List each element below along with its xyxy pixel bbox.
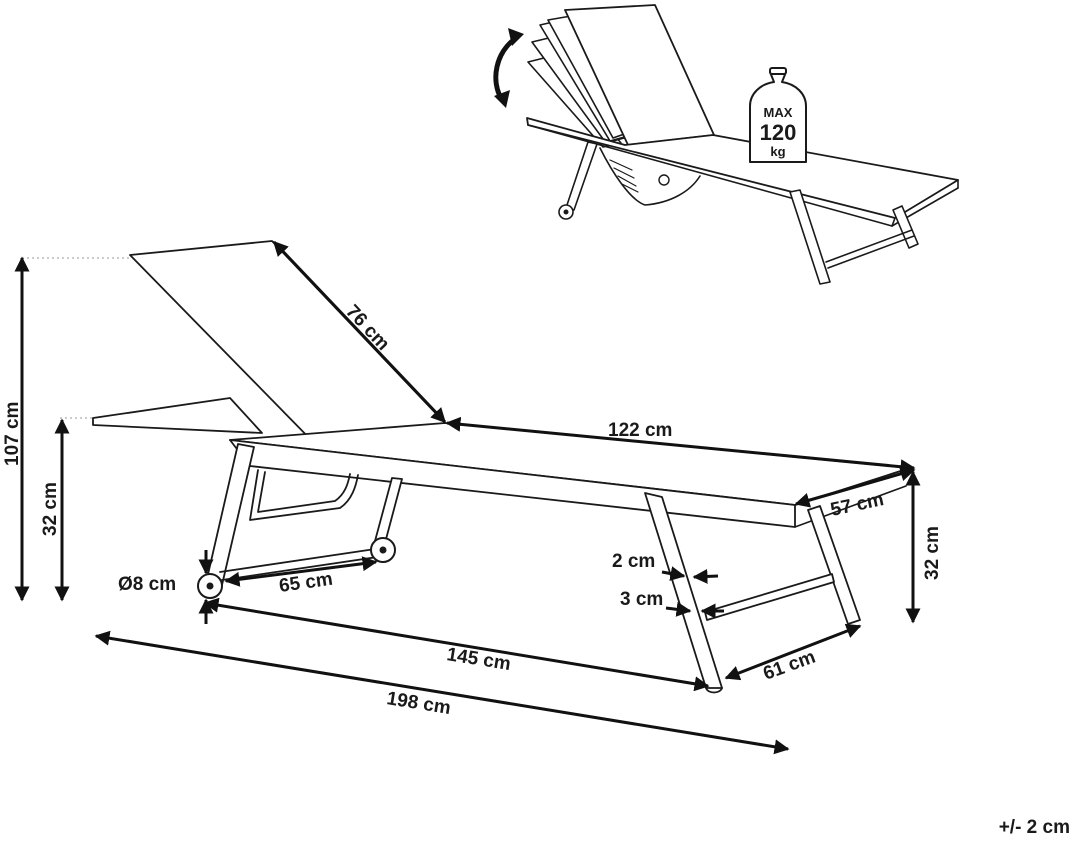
dim-total-length [94,630,790,755]
dim-rear-frame [224,556,378,587]
label-total-height: 107 cm [2,402,23,466]
label-wheel-diameter: Ø8 cm [118,574,176,595]
label-seat-length: 122 cm [608,420,672,441]
dim-seat-length [445,416,916,475]
label-width: 57 cm [829,489,886,521]
dimension-labels: 76 cm 122 cm 57 cm 107 cm 32 cm 32 cm Ø8… [2,301,1070,838]
label-base-length: 145 cm [445,644,512,675]
small-wheel-back [658,174,670,186]
wheel-far-hub [379,546,387,554]
rear-support-outer [249,469,359,521]
weight-badge-value: 120 [760,120,797,145]
wheel-hub [206,582,214,590]
foot-panel [92,397,263,434]
dimension-lines [14,240,921,755]
recline-ratchet [609,159,639,193]
dim-thickness-top-left [661,566,686,581]
label-seat-height-right: 32 cm [922,526,943,580]
front-leg-far [807,505,861,625]
dim-thickness-top-right [692,568,719,584]
label-seat-height-left: 32 cm [40,482,61,536]
rear-leg [565,141,598,211]
weight-badge-max: MAX [764,105,793,120]
curved-double-arrow-icon [493,28,524,108]
dim-backrest [272,240,447,424]
label-frame-thickness-bottom: 3 cm [620,589,663,610]
rear-leg [205,443,255,586]
weight-badge-unit: kg [770,144,785,159]
perspective-lounger-illustration [526,4,959,285]
main-lounger-illustration [22,240,911,694]
dim-width [794,466,916,508]
weight-icon: MAX 120 kg [749,67,807,163]
rear-leg-far [374,477,403,544]
tolerance-note: +/- 2 cm [999,817,1070,838]
label-frame-thickness-top: 2 cm [612,551,655,572]
rear-support-inner [257,471,351,513]
front-leg-left [789,189,831,285]
rear-support-frame [599,147,701,206]
small-wheel-hub [563,209,569,215]
front-crossbar [704,573,835,621]
